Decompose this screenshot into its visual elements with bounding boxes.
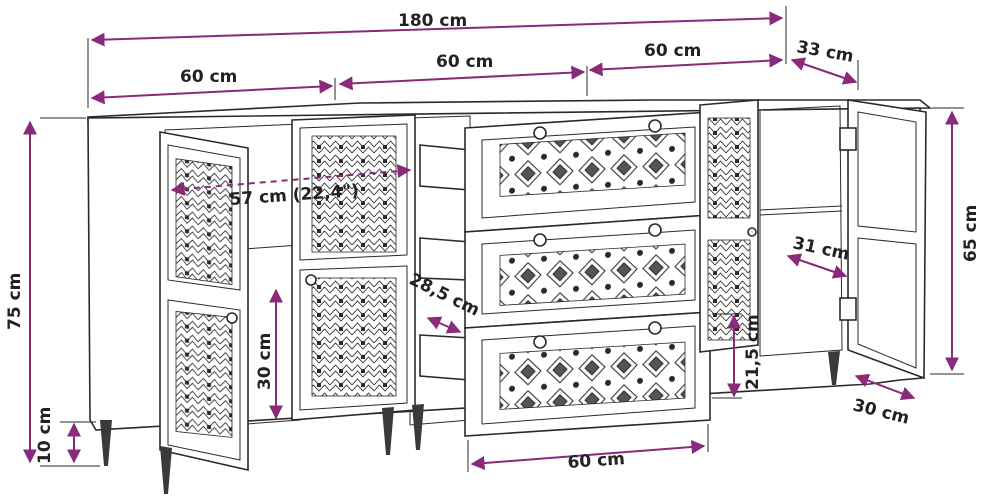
inner-width-line bbox=[170, 164, 412, 196]
label-total-width: 180 cm bbox=[398, 11, 467, 31]
door-depth-line bbox=[854, 373, 916, 401]
drawer-width-line bbox=[470, 439, 706, 471]
leg-middle-left bbox=[382, 407, 394, 455]
section-right-line bbox=[588, 53, 784, 77]
right-compartment bbox=[759, 105, 843, 357]
label-height-body: 65 cm bbox=[961, 205, 981, 262]
label-section-left: 60 cm bbox=[180, 67, 237, 87]
drawer-stack bbox=[419, 111, 711, 437]
label-drawer-height: 21,5 cm bbox=[743, 314, 763, 390]
label-depth-top: 33 cm bbox=[795, 37, 855, 67]
right-door-open bbox=[847, 99, 927, 380]
sideboard-illustration bbox=[87, 99, 933, 494]
depth-top-line bbox=[790, 57, 858, 85]
shelf-depth-line bbox=[786, 253, 848, 279]
label-door-depth: 30 cm bbox=[851, 395, 912, 428]
total-width-line bbox=[90, 11, 784, 47]
label-section-right: 60 cm bbox=[644, 41, 701, 61]
label-shelf-gap: 30 cm bbox=[255, 333, 275, 390]
dimension-lines bbox=[23, 6, 964, 472]
label-section-middle: 60 cm bbox=[436, 52, 493, 72]
label-height-total: 75 cm bbox=[5, 273, 25, 330]
leg-front-left-2 bbox=[160, 446, 172, 494]
section-middle-line bbox=[338, 65, 586, 91]
hinge-bottom bbox=[839, 297, 857, 321]
label-drawer-width: 60 cm bbox=[567, 449, 626, 473]
hinge-top bbox=[839, 127, 857, 151]
leg-front-left bbox=[100, 420, 112, 466]
label-legs: 10 cm bbox=[35, 407, 55, 464]
drawer-depth-line bbox=[426, 316, 462, 334]
leg-middle-right bbox=[412, 404, 424, 450]
leg-right bbox=[828, 351, 840, 385]
section-left-line bbox=[90, 79, 334, 105]
